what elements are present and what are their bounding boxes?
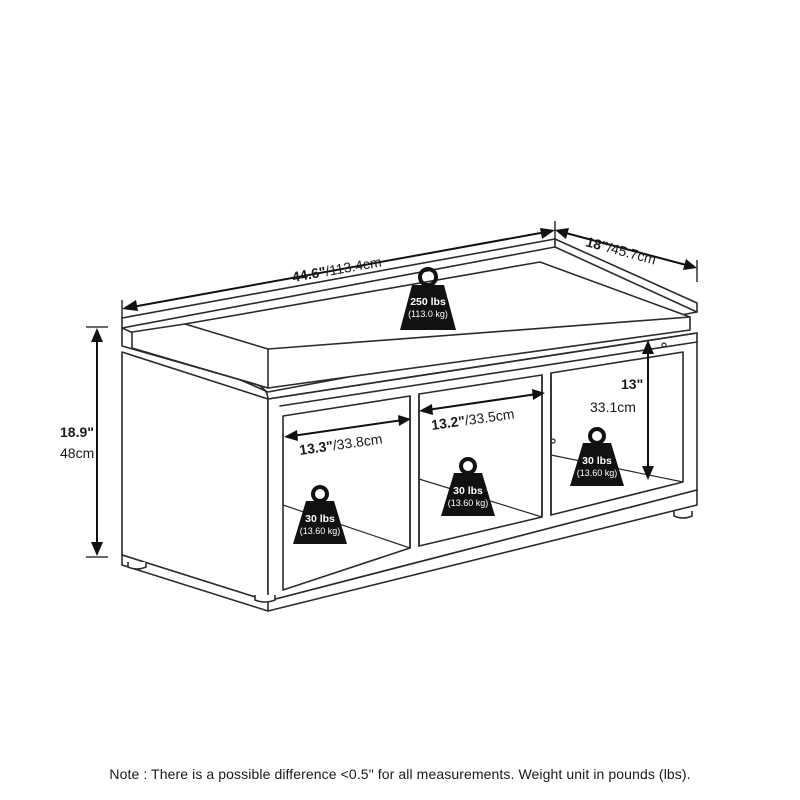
width-dimension-label: 44.6"/113.4cm	[291, 253, 383, 284]
right-cubby-weight-icon: 30 lbs (13.60 kg)	[570, 427, 624, 486]
measurement-note: Note : There is a possible difference <0…	[109, 766, 691, 782]
right-cubby-weight-label: 30 lbs	[582, 455, 612, 467]
left-cubby-weight-sub-label: (13.60 kg)	[300, 526, 341, 536]
left-cubby-width-label: 13.3"/33.8cm	[298, 430, 383, 457]
seat-weight-label: 250 lbs	[410, 296, 446, 308]
right-cubby-weight-sub-label: (13.60 kg)	[577, 468, 618, 478]
height-dimension-label-in: 18.9"	[60, 424, 94, 440]
middle-cubby-weight-icon: 30 lbs (13.60 kg)	[441, 457, 495, 516]
cubby-height-label-in: 13"	[621, 376, 643, 392]
height-dimension-label-cm: 48cm	[60, 445, 94, 461]
middle-cubby-weight-label: 30 lbs	[453, 485, 483, 497]
middle-cubby-weight-sub-label: (13.60 kg)	[448, 498, 489, 508]
left-cubby-weight-icon: 30 lbs (13.60 kg)	[293, 485, 347, 544]
dimension-lines	[86, 221, 698, 558]
seat-weight-sub-label: (113.0 kg)	[408, 309, 448, 319]
left-cubby-weight-label: 30 lbs	[305, 513, 335, 525]
foot	[254, 595, 276, 603]
depth-dimension-label: 18"/45.7cm	[584, 233, 658, 267]
foot	[673, 511, 693, 519]
cubby-height-label-cm: 33.1cm	[590, 399, 636, 415]
foot	[127, 562, 147, 570]
seat-weight-icon: 250 lbs (113.0 kg)	[400, 267, 456, 330]
cubby-middle	[418, 374, 543, 547]
middle-cubby-width-label: 13.2"/33.5cm	[430, 405, 515, 432]
